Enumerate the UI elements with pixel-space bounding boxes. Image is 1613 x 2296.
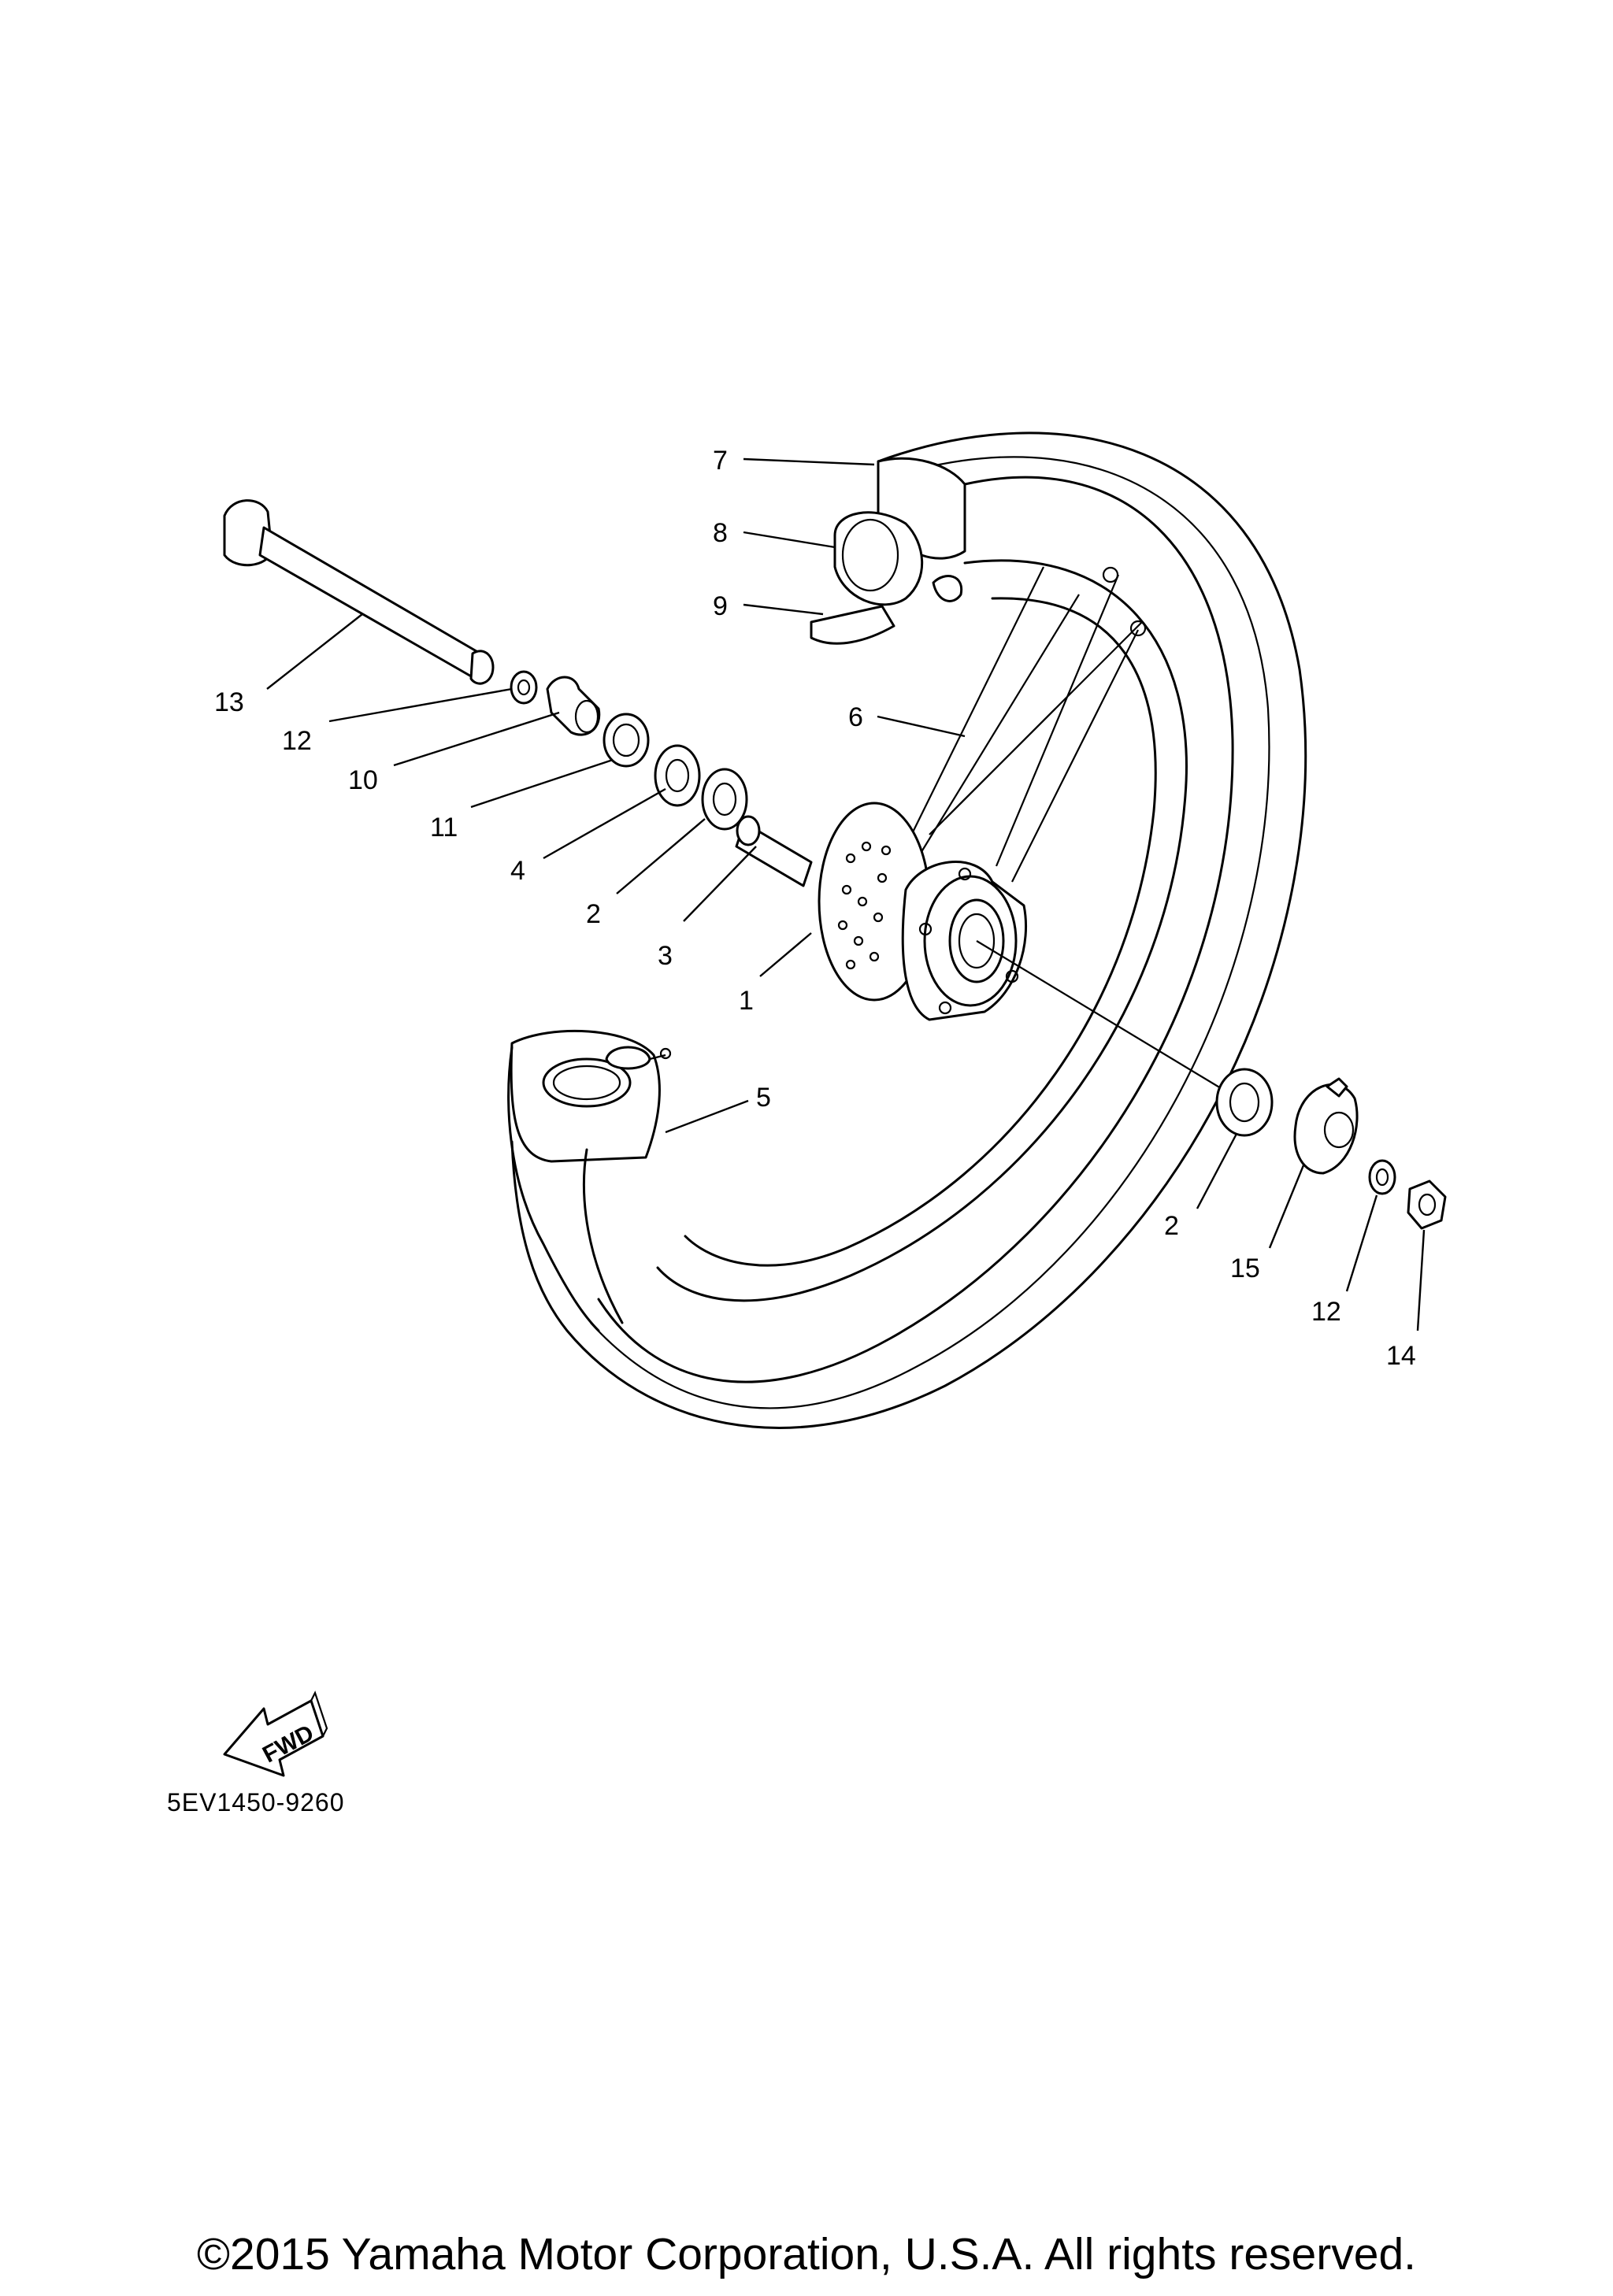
part-label-7[interactable]: 7	[713, 446, 728, 476]
wheel-hub	[818, 802, 1028, 1021]
part-label-1[interactable]: 1	[739, 986, 754, 1016]
part-label-2[interactable]: 2	[586, 899, 601, 929]
part-label-5[interactable]: 5	[756, 1083, 771, 1113]
part-label-4[interactable]: 4	[510, 856, 525, 886]
part-label-10[interactable]: 10	[348, 765, 378, 795]
tube-and-rim-band	[810, 511, 963, 645]
copyright-notice: ©2015 Yamaha Motor Corporation, U.S.A. A…	[197, 2229, 1416, 2279]
part-label-12[interactable]: 12	[1311, 1297, 1341, 1327]
part-label-3[interactable]: 3	[658, 941, 673, 971]
valve	[605, 1046, 672, 1070]
spokes	[905, 566, 1147, 883]
part-label-15[interactable]: 15	[1230, 1254, 1260, 1283]
brake-disc-holes	[837, 841, 892, 970]
part-label-11[interactable]: 11	[430, 813, 458, 842]
axle-parts-left	[510, 670, 813, 887]
part-label-14[interactable]: 14	[1386, 1341, 1416, 1371]
part-labels: 13 12 10 11 4 2 3 1 7 8 9 6 5 2 15 12 14	[214, 446, 1416, 1371]
axle-parts-right	[1215, 1068, 1447, 1230]
part-label-8[interactable]: 8	[713, 518, 728, 548]
forward-direction-arrow: FWD	[223, 1691, 328, 1777]
part-label-12[interactable]: 12	[282, 726, 312, 756]
part-label-6[interactable]: 6	[848, 702, 863, 732]
part-label-2[interactable]: 2	[1164, 1211, 1179, 1241]
leader-lines	[266, 457, 1426, 1331]
part-label-9[interactable]: 9	[713, 591, 728, 621]
part-label-13[interactable]: 13	[214, 687, 244, 717]
front-axle	[223, 499, 495, 685]
diagram-code: 5EV1450-9260	[167, 1788, 345, 1816]
